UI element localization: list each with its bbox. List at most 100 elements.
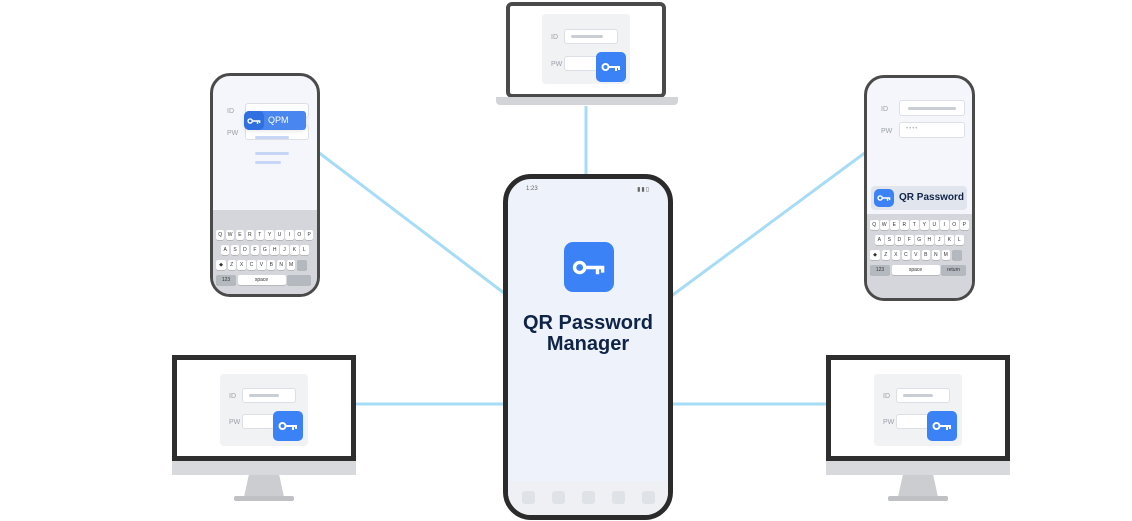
key[interactable]: P xyxy=(305,230,314,240)
key[interactable]: P xyxy=(960,220,969,230)
key[interactable]: T xyxy=(910,220,919,230)
key[interactable]: B xyxy=(921,250,930,260)
space-key[interactable]: space xyxy=(237,275,286,285)
id-label: ID xyxy=(883,393,890,400)
login-card: ID PW xyxy=(542,14,630,84)
key[interactable]: G xyxy=(260,245,269,255)
key[interactable]: S xyxy=(230,245,240,255)
key[interactable]: I xyxy=(285,230,294,240)
key[interactable]: K xyxy=(945,235,954,245)
key[interactable]: O xyxy=(295,230,304,240)
return-key[interactable]: return xyxy=(941,265,966,275)
autofill-suggestion-label: QPM xyxy=(268,115,289,125)
key[interactable]: N xyxy=(276,260,286,270)
key[interactable]: G xyxy=(915,235,924,245)
dock-icon[interactable] xyxy=(522,491,535,504)
keyboard-row-2: A S D F G H J K L xyxy=(221,245,309,255)
shift-icon[interactable]: ◆ xyxy=(870,250,880,260)
monitor-screen: ID PW xyxy=(172,355,356,461)
key[interactable]: I xyxy=(940,220,949,230)
pw-label: PW xyxy=(227,130,239,137)
delete-icon[interactable] xyxy=(951,250,962,260)
key[interactable]: X xyxy=(891,250,900,260)
key[interactable]: C xyxy=(901,250,910,260)
key[interactable]: Y xyxy=(920,220,929,230)
key[interactable]: K xyxy=(290,245,299,255)
key[interactable]: J xyxy=(935,235,944,245)
key[interactable]: J xyxy=(280,245,289,255)
monitor-base xyxy=(888,496,948,501)
key[interactable]: R xyxy=(245,230,255,240)
key-icon[interactable] xyxy=(273,411,303,441)
keyboard-row-1: Q W E R T Y U I O P xyxy=(216,230,314,240)
key[interactable]: W xyxy=(225,230,235,240)
autofill-bar[interactable]: QR Password xyxy=(871,186,967,210)
key[interactable]: U xyxy=(930,220,939,230)
key[interactable]: C xyxy=(247,260,256,270)
id-field[interactable] xyxy=(242,388,296,403)
key[interactable]: H xyxy=(270,245,279,255)
phone-side-button xyxy=(864,142,867,160)
space-key[interactable]: space xyxy=(891,265,940,275)
status-time: 1:23 xyxy=(526,186,538,192)
id-field[interactable] xyxy=(564,29,618,44)
key[interactable]: A xyxy=(221,245,230,255)
key-icon[interactable] xyxy=(596,52,626,82)
id-field[interactable] xyxy=(899,100,965,116)
key[interactable]: B xyxy=(267,260,276,270)
monitor-lower-left: ID PW xyxy=(172,355,356,503)
dock-icon[interactable] xyxy=(582,491,595,504)
monitor-stand xyxy=(244,475,284,497)
key[interactable]: X xyxy=(237,260,246,270)
pw-label: PW xyxy=(883,419,895,426)
dock-icon[interactable] xyxy=(552,491,565,504)
key[interactable]: D xyxy=(895,235,904,245)
phone-side-button xyxy=(210,140,213,158)
key[interactable]: T xyxy=(255,230,264,240)
id-field[interactable] xyxy=(896,388,950,403)
key[interactable]: W xyxy=(880,220,889,230)
key[interactable]: F xyxy=(250,245,260,255)
key[interactable]: F xyxy=(905,235,914,245)
key[interactable]: M xyxy=(941,250,950,260)
shift-icon[interactable]: ◆ xyxy=(216,260,226,270)
key[interactable]: Y xyxy=(265,230,274,240)
key[interactable]: U xyxy=(275,230,284,240)
connector-upper-left xyxy=(317,150,505,295)
key[interactable]: M xyxy=(286,260,296,270)
key[interactable]: Z xyxy=(227,260,236,270)
key[interactable]: N xyxy=(931,250,940,260)
return-key[interactable] xyxy=(287,275,311,285)
pw-label: PW xyxy=(551,61,563,68)
key[interactable]: Q xyxy=(216,230,225,240)
status-icons: ▮▮▯ xyxy=(637,187,650,193)
dock-icon[interactable] xyxy=(612,491,625,504)
key[interactable]: V xyxy=(257,260,266,270)
key[interactable]: H xyxy=(925,235,934,245)
key[interactable]: D xyxy=(240,245,250,255)
key[interactable]: S xyxy=(885,235,894,245)
dock-icon[interactable] xyxy=(642,491,655,504)
numbers-key[interactable]: 123 xyxy=(870,265,890,275)
key[interactable]: V xyxy=(911,250,920,260)
key[interactable]: A xyxy=(875,235,884,245)
key[interactable]: Z xyxy=(881,250,890,260)
key-icon[interactable] xyxy=(927,411,957,441)
app-title-line-1: QR Password xyxy=(522,312,654,334)
id-placeholder-bar xyxy=(249,394,279,397)
key[interactable]: O xyxy=(950,220,959,230)
key[interactable]: E xyxy=(235,230,245,240)
key[interactable]: Q xyxy=(870,220,879,230)
keyboard-row-3: ◆ Z X C V B N M xyxy=(870,250,962,260)
key[interactable]: L xyxy=(955,235,964,245)
id-placeholder-bar xyxy=(571,35,603,38)
pw-field[interactable]: •••• xyxy=(899,122,965,138)
key[interactable]: L xyxy=(300,245,309,255)
key[interactable]: E xyxy=(890,220,899,230)
monitor-stand xyxy=(898,475,938,497)
numbers-key[interactable]: 123 xyxy=(216,275,236,285)
suggestion-line xyxy=(255,152,289,155)
pw-label: PW xyxy=(881,128,893,135)
key[interactable]: R xyxy=(900,220,909,230)
delete-icon[interactable] xyxy=(296,260,307,270)
